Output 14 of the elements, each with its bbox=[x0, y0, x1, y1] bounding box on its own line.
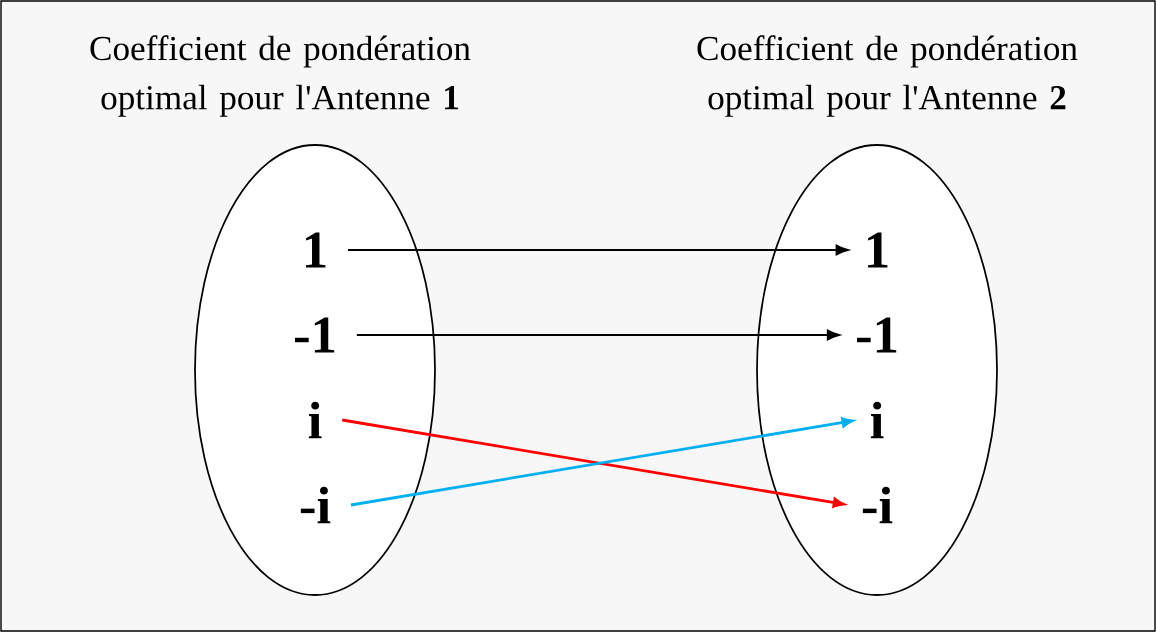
value-label: -1 bbox=[857, 317, 897, 353]
value-label: 1 bbox=[306, 232, 326, 268]
arrow bbox=[355, 329, 840, 341]
value-label: -i bbox=[862, 486, 893, 524]
value-label: 1 bbox=[868, 232, 888, 268]
value-label: i bbox=[870, 401, 884, 439]
value-label: i bbox=[308, 401, 322, 439]
value-label: -i bbox=[300, 486, 331, 524]
value-label: -1 bbox=[295, 317, 335, 353]
heading: Coefficient de pondération optimal pour l'Antenne 2 bbox=[697, 35, 1078, 117]
ellipse bbox=[194, 144, 436, 596]
heading: Coefficient de pondération optimal pour l'Antenne 1 bbox=[90, 35, 471, 117]
ellipse bbox=[756, 144, 998, 596]
arrow bbox=[347, 244, 849, 256]
